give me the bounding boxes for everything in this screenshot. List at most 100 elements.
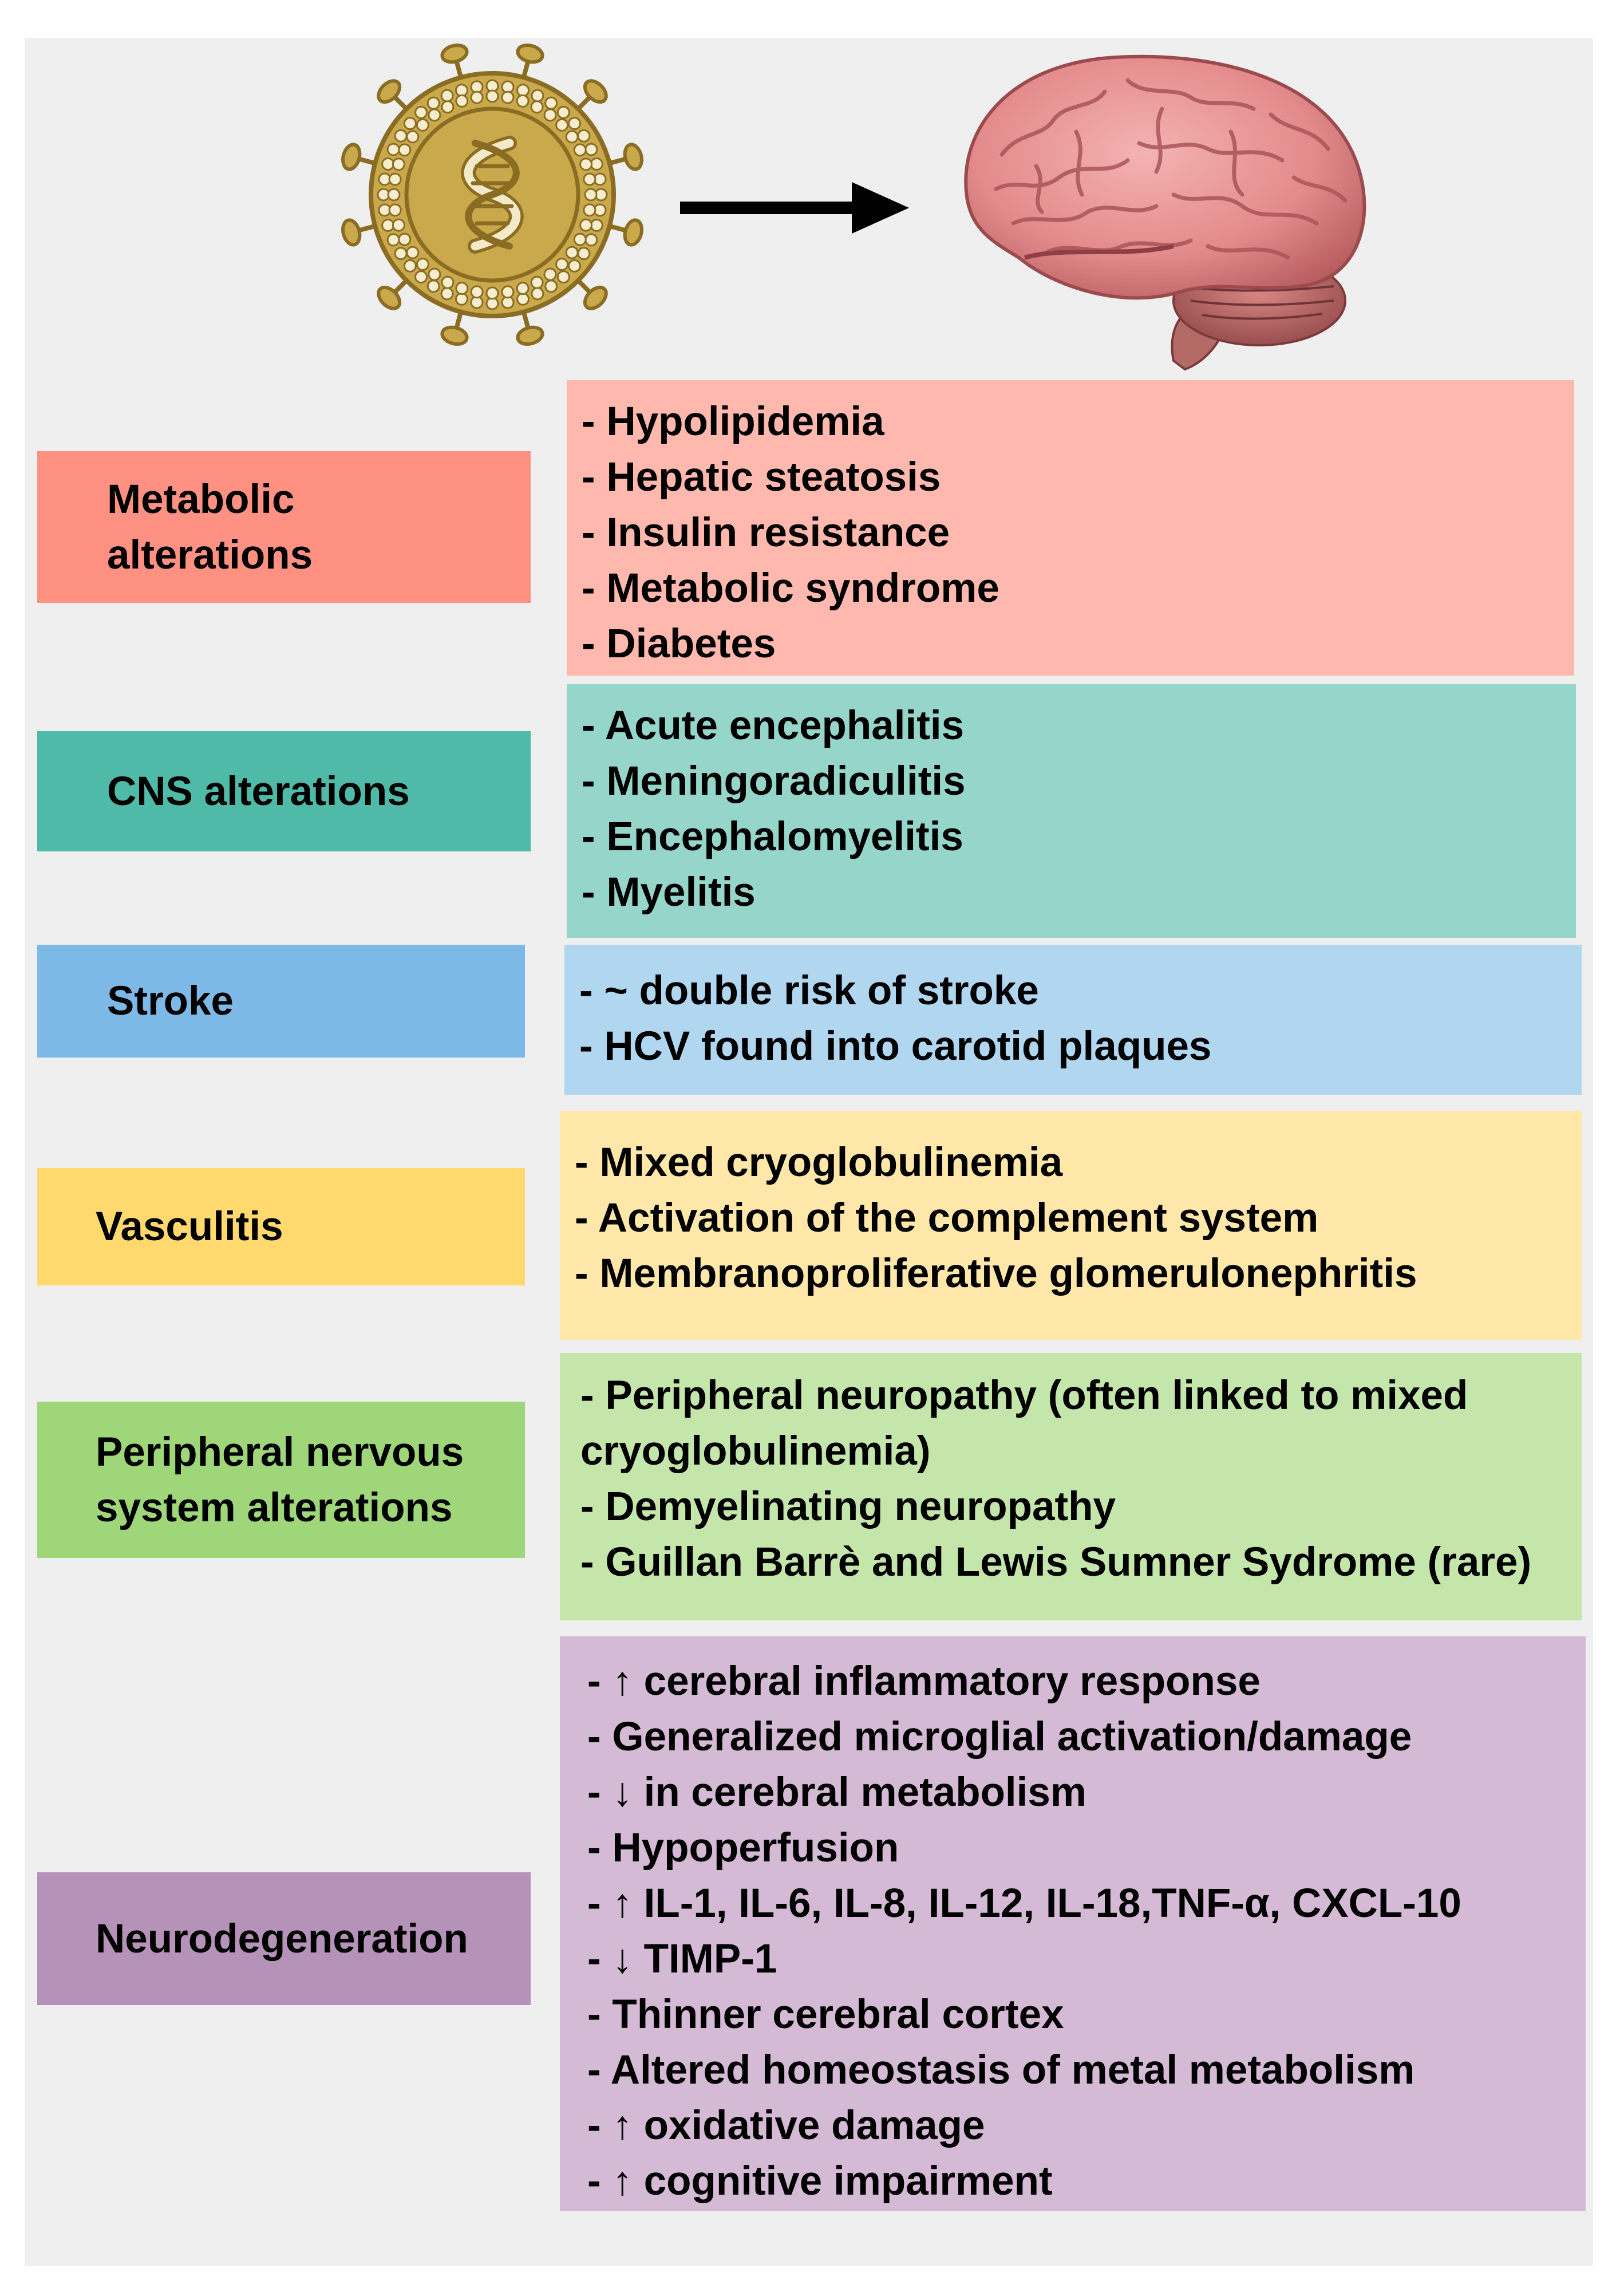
lipid-bead bbox=[416, 118, 429, 132]
virus-spike-head bbox=[377, 285, 402, 310]
lipid-bead bbox=[556, 270, 570, 284]
virus-spike-head bbox=[341, 143, 362, 171]
lipid-bead bbox=[530, 100, 544, 114]
lipid-bead bbox=[583, 172, 596, 186]
lipid-bead bbox=[414, 105, 428, 119]
detail-line: - ↓ TIMP-1 bbox=[587, 1936, 777, 1982]
detail-line: - Thinner cerebral cortex bbox=[587, 1992, 1064, 2037]
lipid-bead bbox=[485, 89, 499, 103]
detail-line: - ~ double risk of stroke bbox=[579, 968, 1039, 1013]
detail-line: - ↑ cognitive impairment bbox=[587, 2159, 1053, 2204]
detail-line: - Meningoradiculitis bbox=[582, 759, 966, 804]
lipid-bead bbox=[392, 157, 405, 171]
lipid-bead bbox=[387, 188, 401, 202]
lipid-bead bbox=[426, 279, 440, 293]
detail-line: - Mixed cryoglobulinemia bbox=[575, 1140, 1063, 1185]
details-stroke: - ~ double risk of stroke - HCV found in… bbox=[564, 945, 1582, 1095]
lipid-bead bbox=[403, 117, 417, 131]
label-pns: Peripheral nervous system alterations bbox=[37, 1402, 525, 1558]
lipid-bead bbox=[455, 84, 468, 97]
lipid-bead bbox=[386, 233, 400, 247]
lipid-bead bbox=[406, 130, 420, 144]
detail-line: - Hepatic steatosis bbox=[582, 455, 941, 500]
lipid-bead bbox=[544, 279, 558, 293]
label-cns: CNS alterations bbox=[37, 731, 531, 851]
lipid-bead bbox=[565, 130, 579, 144]
detail-line: - ↑ cerebral inflammatory response bbox=[587, 1659, 1261, 1704]
detail-line: - ↓ in cerebral metabolism bbox=[587, 1770, 1087, 1815]
lipid-bead bbox=[398, 143, 412, 157]
label-text-neuro: Neurodegeneration bbox=[96, 1916, 468, 1962]
lipid-bead bbox=[440, 89, 454, 102]
lipid-bead bbox=[579, 218, 593, 232]
label-neuro: Neurodegeneration bbox=[37, 1872, 531, 2005]
label-metabolic: Metabolic alterations bbox=[37, 451, 531, 603]
rna-helix-icon bbox=[461, 136, 524, 254]
detail-line: - Activation of the complement system bbox=[575, 1196, 1319, 1241]
arrow-right-icon bbox=[680, 182, 909, 234]
label-text-pns: Peripheral nervous system alterations bbox=[96, 1429, 464, 1530]
lipid-bead bbox=[516, 84, 530, 97]
detail-line: - Metabolic syndrome bbox=[582, 566, 999, 611]
lipid-bead bbox=[394, 129, 408, 143]
lipid-bead bbox=[441, 275, 455, 289]
details-cns: - Acute encephalitis - Meningoradiculiti… bbox=[567, 684, 1576, 938]
lipid-bead bbox=[416, 258, 429, 271]
lipid-bead bbox=[584, 188, 598, 202]
brain-icon bbox=[964, 54, 1366, 371]
lipid-bead bbox=[386, 143, 400, 156]
lipid-bead bbox=[556, 105, 570, 119]
label-stroke: Stroke bbox=[37, 945, 525, 1058]
lipid-bead bbox=[428, 267, 441, 281]
lipid-bead bbox=[501, 285, 515, 299]
detail-line: - Guillan Barrè and Lewis Sumner Sydrome… bbox=[580, 1540, 1532, 1585]
lipid-bead bbox=[426, 96, 440, 110]
detail-line: - Hypolipidemia bbox=[582, 399, 884, 444]
lipid-bead bbox=[584, 233, 598, 247]
lipid-bead bbox=[501, 90, 515, 104]
lipid-bead bbox=[406, 246, 420, 259]
lipid-bead bbox=[394, 247, 408, 261]
lipid-bead bbox=[531, 287, 544, 301]
details-vasculitis: - Mixed cryoglobulinemia - Activation of… bbox=[560, 1111, 1582, 1340]
lipid-bead bbox=[428, 108, 441, 122]
lipid-bead bbox=[388, 203, 402, 217]
hcv-virus-icon bbox=[341, 44, 643, 346]
virus-spike-head bbox=[583, 285, 608, 310]
lipid-bead bbox=[555, 258, 569, 271]
detail-line: - Myelitis bbox=[582, 870, 756, 915]
detail-line: cryoglobulinemia) bbox=[580, 1429, 931, 1474]
lipid-bead bbox=[531, 89, 544, 102]
lipid-bead bbox=[470, 285, 484, 299]
lipid-bead bbox=[455, 292, 468, 306]
detail-line: - Demyelinating neuropathy bbox=[580, 1484, 1116, 1529]
lipid-bead bbox=[398, 232, 412, 246]
label-text-cns: CNS alterations bbox=[107, 768, 410, 814]
lipid-bead bbox=[455, 94, 469, 108]
detail-line: - Generalized microglial activation/dama… bbox=[587, 1714, 1412, 1760]
details-pns: - Peripheral neuropathy (often linked to… bbox=[560, 1353, 1582, 1620]
lipid-bead bbox=[555, 118, 569, 132]
lipid-bead bbox=[568, 117, 582, 131]
lipid-bead bbox=[573, 143, 587, 157]
detail-line: - HCV found into carotid plaques bbox=[579, 1024, 1212, 1069]
lipid-bead bbox=[516, 94, 530, 108]
label-text-metabolic: Metabolic alterations bbox=[107, 476, 313, 578]
lipid-bead bbox=[584, 143, 598, 156]
detail-line: - Diabetes bbox=[582, 621, 776, 666]
lipid-bead bbox=[455, 282, 469, 295]
lipid-bead bbox=[543, 267, 557, 281]
detail-line: - Acute encephalitis bbox=[582, 703, 965, 748]
lipid-bead bbox=[440, 287, 454, 301]
detail-line: - Altered homeostasis of metal metabolis… bbox=[587, 2048, 1415, 2093]
lipid-bead bbox=[568, 259, 582, 273]
lipid-bead bbox=[530, 275, 544, 289]
lipid-bead bbox=[543, 108, 557, 122]
detail-line: - ↑ oxidative damage bbox=[587, 2103, 985, 2148]
virus-spike-head bbox=[440, 325, 469, 346]
label-text-vasculitis: Vasculitis bbox=[96, 1204, 283, 1249]
detail-line: - Encephalomyelitis bbox=[582, 814, 963, 859]
lipid-bead bbox=[485, 286, 499, 300]
lipid-bead bbox=[590, 219, 603, 232]
detail-line: - ↑ IL-1, IL-6, IL-8, IL-12, IL-18,TNF-α… bbox=[587, 1881, 1461, 1926]
